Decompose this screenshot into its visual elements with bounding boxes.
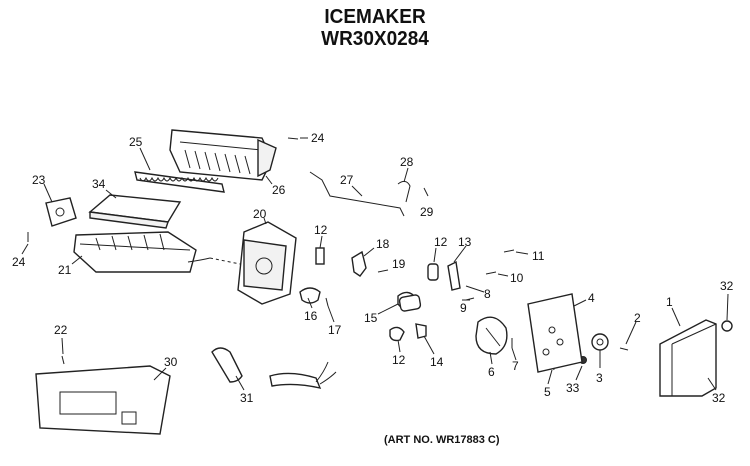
callout-19: 19: [392, 257, 406, 271]
callout-28: 28: [400, 155, 414, 169]
callout-32-top: 32: [720, 279, 734, 293]
callout-31: 31: [240, 391, 254, 405]
callout-6: 6: [488, 365, 495, 379]
callout-8: 8: [484, 287, 491, 301]
part-34-cover: [88, 194, 182, 229]
part-31-tube: [211, 347, 337, 389]
callout-7: 7: [512, 359, 519, 373]
callout-10: 10: [510, 271, 524, 285]
callout-24-left: 24: [12, 255, 26, 269]
callout-24-top: 24: [311, 131, 325, 145]
callout-29: 29: [420, 205, 434, 219]
part-6-motor: [475, 316, 508, 355]
callout-33: 33: [566, 381, 580, 395]
part-30-panel: [35, 365, 171, 435]
callout-34: 34: [92, 177, 106, 191]
part-1-cover: [659, 319, 717, 397]
art-number-label: (ART NO. WR17883 C): [384, 434, 500, 446]
leader-lines: [21, 137, 729, 391]
callout-20: 20: [253, 207, 267, 221]
callout-32-bottom: 32: [712, 391, 726, 405]
callout-12-mid: 12: [434, 235, 448, 249]
part-15-switch: [398, 294, 422, 312]
callout-11: 11: [532, 249, 545, 263]
callout-16: 16: [304, 309, 318, 323]
callout-30: 30: [164, 355, 178, 369]
callout-5: 5: [544, 385, 551, 399]
part-20-housing: [237, 221, 297, 305]
callout-18: 18: [376, 237, 390, 251]
callout-17: 17: [328, 323, 342, 337]
part-27-arm: [309, 171, 411, 217]
callout-21: 21: [58, 263, 72, 277]
callout-4: 4: [588, 291, 595, 305]
part-3-gear: [591, 333, 609, 351]
part-25-ejector: [134, 171, 225, 193]
callout-13: 13: [458, 235, 472, 249]
callout-15: 15: [364, 311, 378, 325]
callout-14: 14: [430, 355, 444, 369]
callout-26: 26: [272, 183, 286, 197]
part-21-mold: [73, 231, 241, 273]
title-line-2: WR30X0284: [321, 28, 429, 50]
part-23-bracket: [45, 197, 77, 227]
part-26-rack: [169, 129, 277, 181]
callout-27: 27: [340, 173, 354, 187]
callout-22: 22: [54, 323, 68, 337]
callout-23: 23: [32, 173, 46, 187]
title-line-1: ICEMAKER: [324, 6, 426, 28]
callout-1: 1: [666, 295, 673, 309]
diagram-title: ICEMAKER WR30X0284: [0, 6, 750, 50]
callout-2: 2: [634, 311, 641, 325]
callout-12-top: 12: [314, 223, 328, 237]
callout-numbers: 25 34 23 24 21 20 26 24 27 28 29 12 18 1…: [12, 131, 734, 405]
callout-25: 25: [129, 135, 143, 149]
callout-9: 9: [460, 301, 467, 315]
callout-3: 3: [596, 371, 603, 385]
callout-12-bottom: 12: [392, 353, 406, 367]
part-4-plate: [527, 293, 583, 373]
